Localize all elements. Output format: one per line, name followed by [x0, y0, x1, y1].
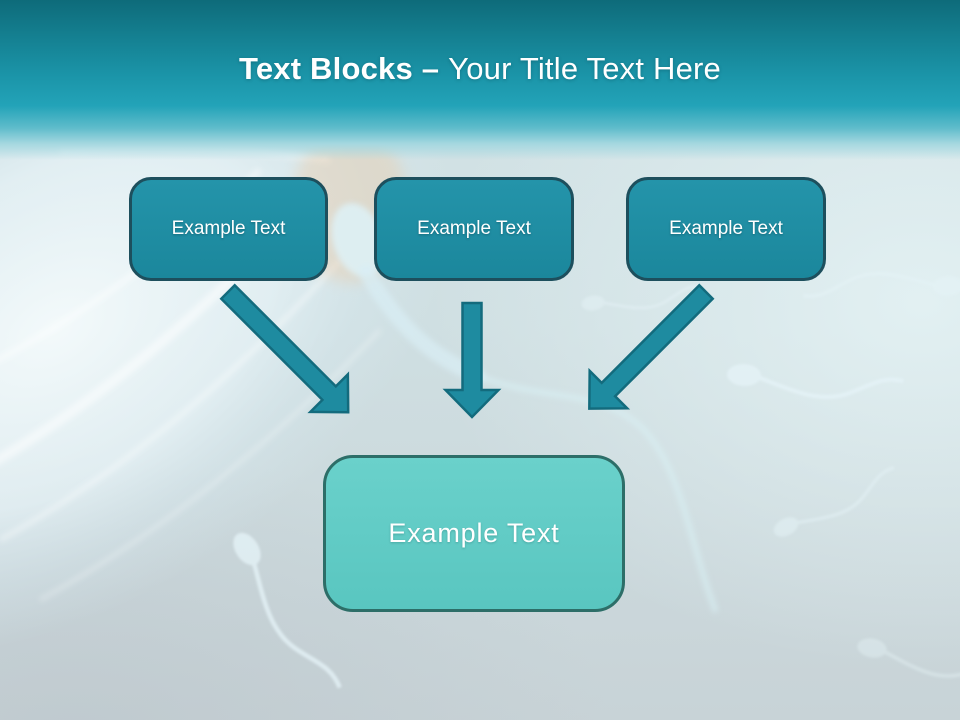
text-block-1-label: Example Text: [171, 218, 286, 239]
arrow-down-icon: [442, 301, 502, 419]
title-emphasis: Text Blocks –: [239, 51, 440, 86]
title-regular: Your Title Text Here: [448, 51, 721, 86]
text-block-3[interactable]: Example Text: [626, 177, 826, 281]
text-block-3-label: Example Text: [669, 218, 783, 239]
center-text-block-label: Example Text: [388, 518, 560, 548]
text-block-2[interactable]: Example Text: [374, 177, 574, 281]
slide-header-band: [0, 0, 960, 160]
text-block-1[interactable]: Example Text: [129, 177, 328, 281]
text-block-2-label: Example Text: [417, 218, 531, 239]
sperm-cell-illustration: [233, 271, 960, 689]
arrow-diagonal-down-left-icon: [588, 283, 715, 410]
center-text-block[interactable]: Example Text: [323, 455, 625, 612]
arrow-diagonal-down-right-icon: [219, 283, 350, 414]
page-title[interactable]: Text Blocks –Your Title Text Here: [0, 51, 960, 86]
